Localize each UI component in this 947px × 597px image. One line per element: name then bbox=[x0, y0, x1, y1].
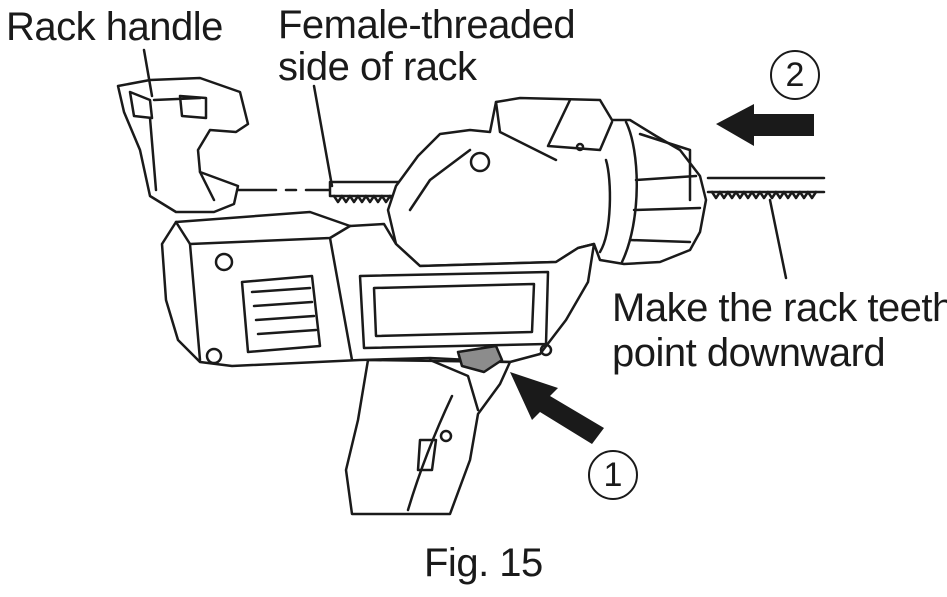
leader-female-side bbox=[312, 84, 334, 188]
rack-handle-part bbox=[116, 76, 250, 214]
rack-teeth-instruction-label: Make the rack teeth point downward bbox=[612, 286, 947, 376]
rack-teeth-line-1: Make the rack teeth bbox=[612, 286, 947, 330]
female-threaded-line-2: side of rack bbox=[278, 45, 477, 89]
tool-main-body bbox=[160, 210, 596, 368]
release-button bbox=[456, 344, 504, 374]
step-1-marker: 1 bbox=[588, 450, 638, 500]
rack-teeth-line-2: point downward bbox=[612, 330, 886, 375]
rack-outside bbox=[706, 176, 826, 200]
tool-grip bbox=[344, 358, 512, 516]
arrow-step-1 bbox=[510, 372, 604, 444]
female-threaded-side-label: Female-threaded side of rack bbox=[278, 3, 576, 89]
arrow-step-2 bbox=[716, 104, 814, 146]
step-2-marker: 2 bbox=[770, 50, 820, 100]
female-threaded-line-1: Female-threaded bbox=[278, 3, 576, 47]
leader-rack-handle bbox=[142, 48, 154, 98]
leader-rack-teeth bbox=[768, 198, 788, 280]
tool-upper-body bbox=[386, 96, 708, 268]
figure-caption: Fig. 15 bbox=[424, 541, 543, 585]
rack-handle-label: Rack handle bbox=[6, 5, 223, 49]
